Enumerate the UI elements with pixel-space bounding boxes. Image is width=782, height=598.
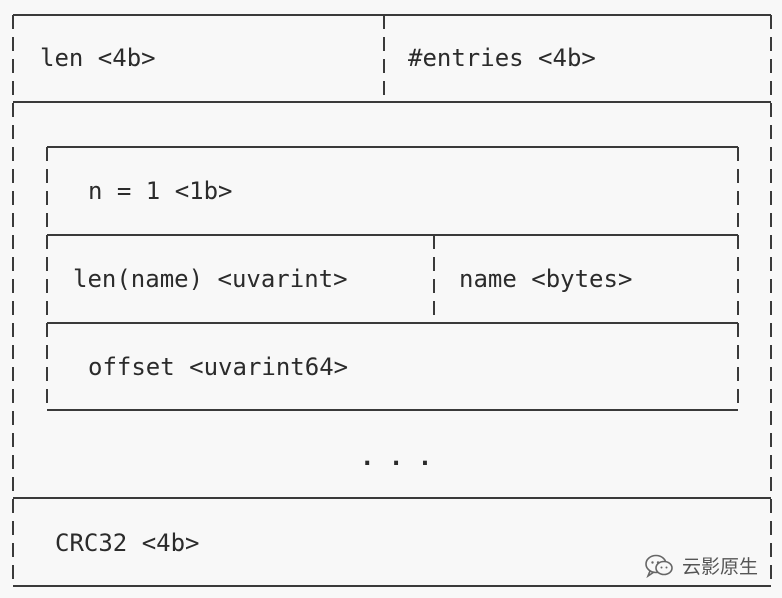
n-field-label: n = 1 <1b> [88, 177, 233, 205]
wechat-icon [645, 554, 673, 578]
len-name-field-label: len(name) <uvarint> [73, 265, 348, 293]
ellipsis: . . . [360, 443, 433, 471]
offset-field-label: offset <uvarint64> [88, 353, 349, 381]
watermark-text: 云影原生 [682, 556, 759, 578]
len-field-label: len <4b> [40, 44, 156, 72]
watermark: 云影原生 [644, 552, 758, 579]
entries-field-label: #entries <4b> [408, 44, 596, 72]
name-field-label: name <bytes> [459, 265, 633, 293]
crc32-field-label: CRC32 <4b> [55, 529, 200, 557]
